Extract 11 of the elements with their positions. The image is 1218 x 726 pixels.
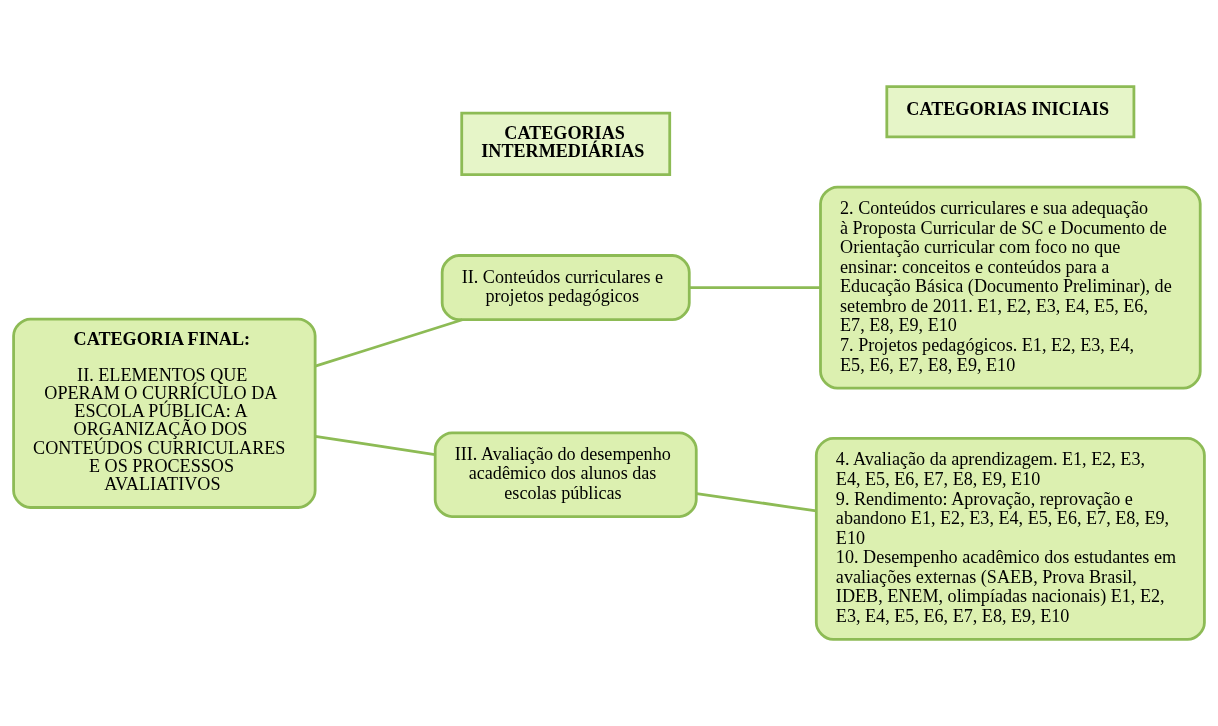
connector xyxy=(689,286,821,289)
connector xyxy=(696,492,817,513)
node-box: III. Avaliação do desempenho acadêmico dos alunos das escolas públicas xyxy=(433,431,698,518)
node-box: 2. Conteúdos curriculares e sua adequação à Proposta Curricular de SC e Documento de Orientação curricular com foco no que ensinar: conceitos e conteúdos para a Educação Básica (Documento Preliminar), de setembro de 2011. E1, E2, E3, E4, E5, E6, E7, E8, E9, E10 7. Projetos pedagógicos. E1, E2, E3, E4, E5, E6, E7, E8, E9, E10 xyxy=(819,185,1202,390)
node-box: CATEGORIAS INICIAIS xyxy=(885,85,1136,139)
connector xyxy=(315,434,436,457)
node-box: 4. Avaliação da aprendizagem. E1, E2, E3, E4, E5, E6, E7, E8, E9, E10 9. Rendimento: Aprovação, reprovação e abandono E1, E2, E3, E4, E5, E6, E7, E8, E9, E10 10. Desempenho acadêmico dos estudantes em avaliações externas (SAEB, Prova Brasil, IDEB, ENEM, olimpíadas nacionais) E1, E2, E3, E4, E5, E6, E7, E8, E9, E10 xyxy=(814,437,1206,641)
connector xyxy=(314,318,463,368)
node-box: CATEGORIAS INTERMEDIÁRIAS xyxy=(460,111,672,176)
node-box: CATEGORIA FINAL: II. ELEMENTOS QUE OPERAM O CURRÍCULO DA ESCOLA PÚBLICA: A ORGANIZAÇÃO DOS CONTEÚDOS CURRICULARES E OS PROCESSOS AVALIATIVOS xyxy=(12,317,317,509)
node-box: II. Conteúdos curriculares e projetos pedagógicos xyxy=(440,254,691,322)
